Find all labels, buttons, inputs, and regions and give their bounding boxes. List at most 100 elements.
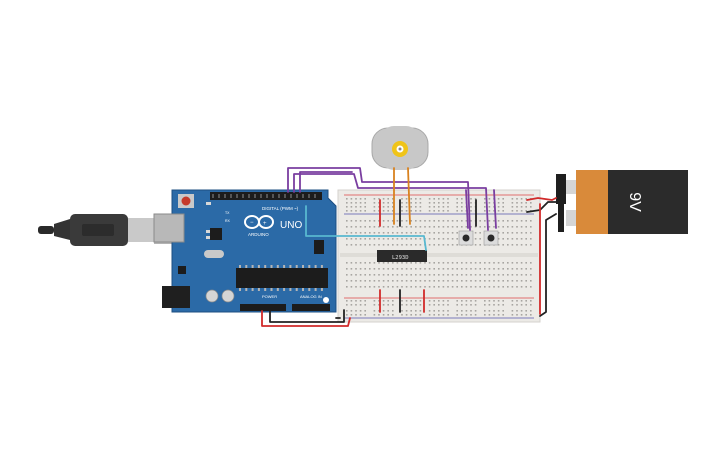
dc-motor-icon[interactable]: [371, 126, 429, 170]
breadboard-hole: [511, 198, 514, 200]
battery-icon[interactable]: 9V: [556, 170, 688, 234]
breadboard-hole: [369, 268, 371, 270]
breadboard-hole: [497, 314, 500, 316]
breadboard-hole: [392, 226, 394, 228]
breadboard-hole: [396, 262, 399, 264]
breadboard-hole: [447, 262, 449, 264]
breadboard-hole: [359, 286, 362, 288]
breadboard-hole: [424, 226, 426, 228]
breadboard-hole: [396, 274, 399, 276]
breadboard-hole: [442, 244, 445, 246]
tx-label: TX: [225, 211, 230, 215]
analog-header[interactable]: [292, 304, 330, 311]
breadboard-hole: [433, 262, 435, 264]
breadboard-hole: [392, 232, 394, 234]
breadboard-hole: [419, 314, 422, 316]
breadboard-hole: [497, 202, 500, 204]
breadboard-hole: [456, 310, 458, 312]
pushbutton-icon[interactable]: [483, 230, 499, 246]
breadboard-hole: [364, 232, 366, 234]
wires[interactable]: [261, 167, 557, 327]
breadboard-hole: [387, 280, 389, 282]
chip-pin: [302, 265, 304, 268]
breadboard-hole: [516, 310, 518, 312]
breadboard-hole: [438, 262, 440, 264]
breadboard-hole: [410, 268, 412, 270]
breadboard-hole: [484, 310, 486, 312]
breadboard-hole: [497, 262, 500, 264]
breadboard-hole: [484, 198, 486, 200]
breadboard-hole: [392, 238, 394, 240]
breadboard-hole: [447, 304, 449, 306]
breadboard-hole: [433, 220, 435, 222]
breadboard-hole: [488, 202, 491, 204]
breadboard-hole: [364, 198, 366, 200]
breadboard-hole: [442, 238, 445, 240]
breadboard-hole: [378, 262, 380, 264]
breadboard-hole: [396, 226, 399, 228]
breadboard-hole: [433, 238, 435, 240]
breadboard-hole: [346, 274, 348, 276]
breadboard-hole: [396, 268, 399, 270]
breadboard-hole: [405, 314, 408, 316]
breadboard-hole: [382, 310, 385, 312]
breadboard-hole: [438, 286, 440, 288]
breadboard-hole: [447, 232, 449, 234]
breadboard-hole: [392, 310, 394, 312]
pushbutton-icon[interactable]: [458, 230, 474, 246]
breadboard-hole: [511, 286, 514, 288]
breadboard-hole: [456, 206, 458, 208]
breadboard-hole: [364, 244, 366, 246]
arduino-uno-board[interactable]: DIGITAL (PWM ~) TX RX − + ARDUINO UNO: [153, 189, 337, 313]
breadboard-hole: [428, 198, 431, 200]
breadboard-hole: [484, 280, 486, 282]
breadboard-hole: [433, 210, 435, 212]
chip-pin: [257, 265, 260, 268]
breadboard-hole: [424, 220, 426, 222]
breadboard-hole: [350, 310, 353, 312]
power-header[interactable]: [240, 304, 286, 311]
breadboard-hole: [488, 198, 491, 200]
breadboard-hole: [497, 310, 500, 312]
breadboard-hole: [442, 268, 445, 270]
breadboard-hole: [447, 206, 449, 208]
breadboard-hole: [378, 238, 380, 240]
digital-header[interactable]: [210, 192, 322, 200]
analog-label: ANALOG IN: [300, 294, 322, 299]
breadboard-hole: [355, 220, 357, 222]
breadboard-hole: [405, 244, 408, 246]
chip-pin: [270, 265, 273, 268]
breadboard-hole: [350, 226, 353, 228]
breadboard[interactable]: [337, 189, 541, 323]
breadboard-hole: [410, 314, 412, 316]
breadboard-hole: [516, 210, 518, 212]
breadboard-hole: [415, 286, 417, 288]
breadboard-hole: [456, 262, 458, 264]
header-pin: [218, 194, 220, 198]
breadboard-hole: [378, 206, 380, 208]
breadboard-hole: [479, 238, 481, 240]
breadboard-hole: [359, 226, 362, 228]
breadboard-hole: [465, 286, 468, 288]
breadboard-hole: [516, 238, 518, 240]
breadboard-hole: [520, 280, 523, 282]
breadboard-hole: [405, 300, 408, 302]
breadboard-hole: [373, 210, 376, 212]
breadboard-hole: [525, 206, 527, 208]
breadboard-hole: [405, 238, 408, 240]
breadboard-hole: [470, 304, 472, 306]
breadboard-hole: [451, 286, 454, 288]
breadboard-hole: [516, 286, 518, 288]
breadboard-hole: [525, 226, 527, 228]
usb-cable-icon[interactable]: [38, 214, 172, 246]
breadboard-hole: [493, 220, 495, 222]
breadboard-hole: [465, 304, 468, 306]
l293d-chip[interactable]: L293D: [377, 250, 427, 262]
chip-pin: [283, 288, 286, 291]
breadboard-hole: [405, 232, 408, 234]
breadboard-hole: [382, 226, 385, 228]
breadboard-hole: [392, 280, 394, 282]
breadboard-hole: [364, 206, 366, 208]
breadboard-hole: [415, 310, 417, 312]
